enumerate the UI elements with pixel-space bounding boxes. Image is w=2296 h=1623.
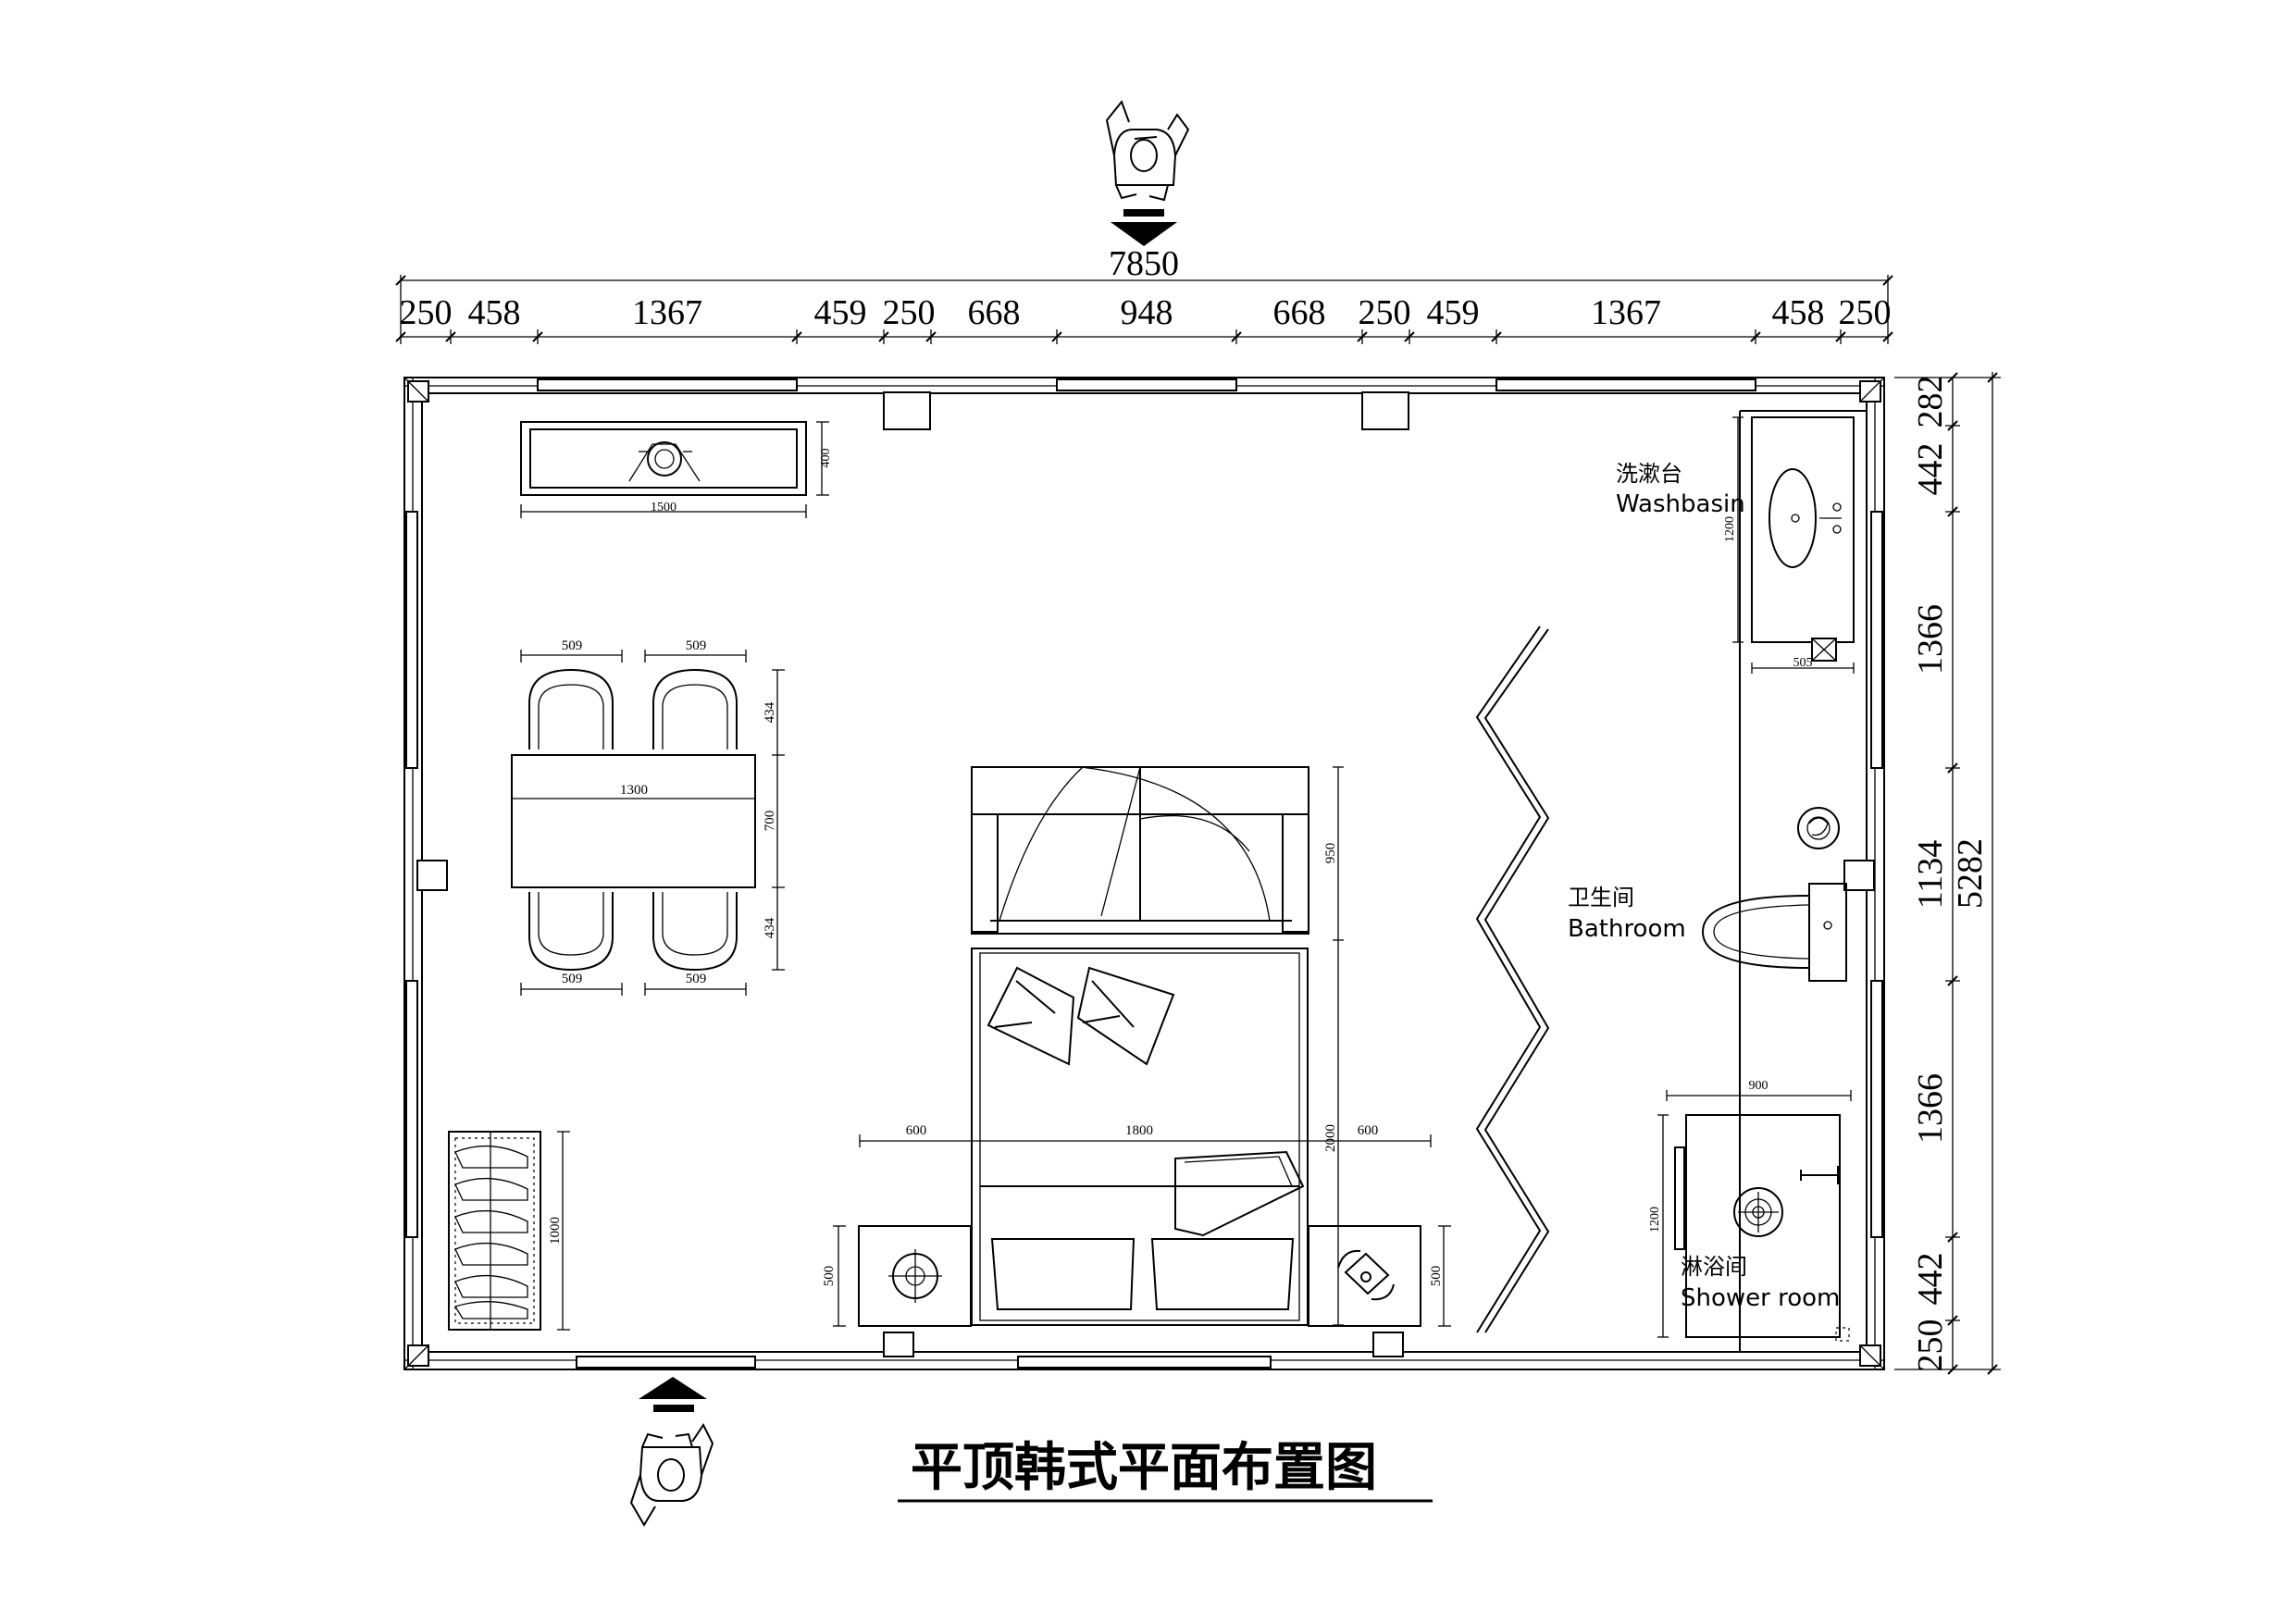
chair-width-br: 509 <box>686 972 707 986</box>
dim-top-8: 668 <box>1273 293 1326 332</box>
nightstand-right: 500 <box>1308 1225 1451 1327</box>
drawing-title: 平顶韩式平面布置图 <box>898 1438 1433 1503</box>
bed-foot-pillows <box>990 1238 1295 1310</box>
chair-bottom-left <box>528 892 614 972</box>
dim-top-3: 1367 <box>632 293 702 332</box>
dim-right-6: 442 <box>1911 1253 1950 1306</box>
dim-top-12: 458 <box>1772 293 1825 332</box>
pillow-right <box>1076 966 1175 1066</box>
dining-set: 509 509 1300 509 509 <box>511 638 785 996</box>
nightstand-left-depth: 500 <box>822 1266 837 1287</box>
telephone-icon <box>1337 1249 1395 1301</box>
dim-right-3: 1366 <box>1911 604 1950 675</box>
dim-top-13: 250 <box>1839 293 1892 332</box>
shoe-rack: 1000 <box>448 1131 570 1331</box>
dim-top-9: 250 <box>1359 293 1411 332</box>
dim-top-1: 250 <box>400 293 453 332</box>
bed-side-left: 600 <box>906 1123 927 1138</box>
exterior-walls <box>403 377 1885 1370</box>
person-walking-icon <box>1105 99 1190 202</box>
nightstand-right-depth: 500 <box>1429 1266 1444 1287</box>
tv-cabinet: 1500 400 <box>520 421 833 518</box>
washbasin-depth: 505 <box>1793 656 1813 670</box>
bathroom: 1200 505 洗漱台 Washbasin 卫生间 Bathroom <box>1568 410 1867 1352</box>
washbasin-label-en: Washbasin <box>1616 490 1745 518</box>
dim-right-1: 282 <box>1911 376 1950 428</box>
shower-label-cn: 淋浴间 <box>1681 1254 1747 1280</box>
bed-side-right: 600 <box>1358 1123 1379 1138</box>
table-length: 1300 <box>620 783 648 798</box>
dim-right-5: 1366 <box>1911 1073 1950 1144</box>
shower-width: 900 <box>1749 1079 1769 1093</box>
chair-depth-bottom: 434 <box>763 917 777 938</box>
dim-top-2: 458 <box>468 293 521 332</box>
wardrobe-depth: 950 <box>1323 843 1338 864</box>
bed-length: 2000 <box>1323 1124 1338 1152</box>
entrance-top <box>1105 99 1190 246</box>
washbasin-label-cn: 洗漱台 <box>1616 461 1682 487</box>
dim-right-7: 250 <box>1911 1319 1950 1372</box>
right-dimension-chain: 282 442 1366 1134 1366 442 250 5282 <box>1894 372 2001 1375</box>
dim-top-5: 250 <box>883 293 936 332</box>
dim-top-7: 948 <box>1121 293 1173 332</box>
toilet <box>1701 883 1847 982</box>
chair-depth-top: 434 <box>763 701 777 723</box>
shower-room: 900 1200 淋浴间 Shower room <box>1648 1079 1852 1342</box>
chair-top-right <box>652 668 738 750</box>
shower-drain-icon <box>1733 1187 1783 1237</box>
shower-label-en: Shower room <box>1681 1284 1840 1312</box>
dining-table: 1300 <box>511 754 756 888</box>
washbasin: 1200 505 洗漱台 Washbasin <box>1616 416 1855 674</box>
washbasin-length: 1200 <box>1723 516 1737 542</box>
arrow-down-icon <box>1111 209 1177 246</box>
dim-right-4: 1134 <box>1911 840 1950 910</box>
person-walking-icon <box>629 1423 714 1527</box>
chair-width-tl: 509 <box>562 638 583 653</box>
nightstand-left: 500 <box>822 1225 972 1327</box>
page-title: 平顶韩式平面布置图 <box>911 1438 1377 1498</box>
chair-top-left <box>528 668 614 750</box>
arrow-up-icon <box>639 1377 707 1412</box>
folding-partition <box>1475 626 1550 1333</box>
table-width: 700 <box>763 811 777 832</box>
dim-top-10: 459 <box>1427 293 1480 332</box>
bathroom-label-en: Bathroom <box>1568 915 1686 943</box>
pillow-left <box>987 966 1075 1066</box>
dim-top-4: 459 <box>814 293 867 332</box>
shower-depth: 1200 <box>1648 1207 1662 1233</box>
tv-cabinet-depth: 400 <box>819 449 833 468</box>
bed-width: 1800 <box>1125 1123 1153 1138</box>
entrance-bottom <box>629 1377 714 1527</box>
shoe-rack-length: 1000 <box>548 1217 563 1245</box>
dim-top-11: 1367 <box>1591 293 1661 332</box>
overall-width-label: 7850 <box>1109 244 1179 283</box>
bathroom-label-cn: 卫生间 <box>1568 885 1634 911</box>
dim-right-2: 442 <box>1911 443 1950 496</box>
wardrobe <box>971 766 1309 935</box>
tv-cabinet-length: 1500 <box>651 501 676 514</box>
overall-height-label: 5282 <box>1951 838 1990 909</box>
double-bed: 600 1800 600 950 2000 <box>859 766 1432 1326</box>
chair-width-bl: 509 <box>562 972 583 986</box>
top-dimension-chain: 7850 250 458 1367 459 250 668 948 668 25… <box>395 244 1893 344</box>
floor-drain-icon <box>1797 807 1840 849</box>
chair-bottom-right <box>652 892 738 972</box>
chair-width-tr: 509 <box>686 638 707 653</box>
dim-top-6: 668 <box>968 293 1021 332</box>
